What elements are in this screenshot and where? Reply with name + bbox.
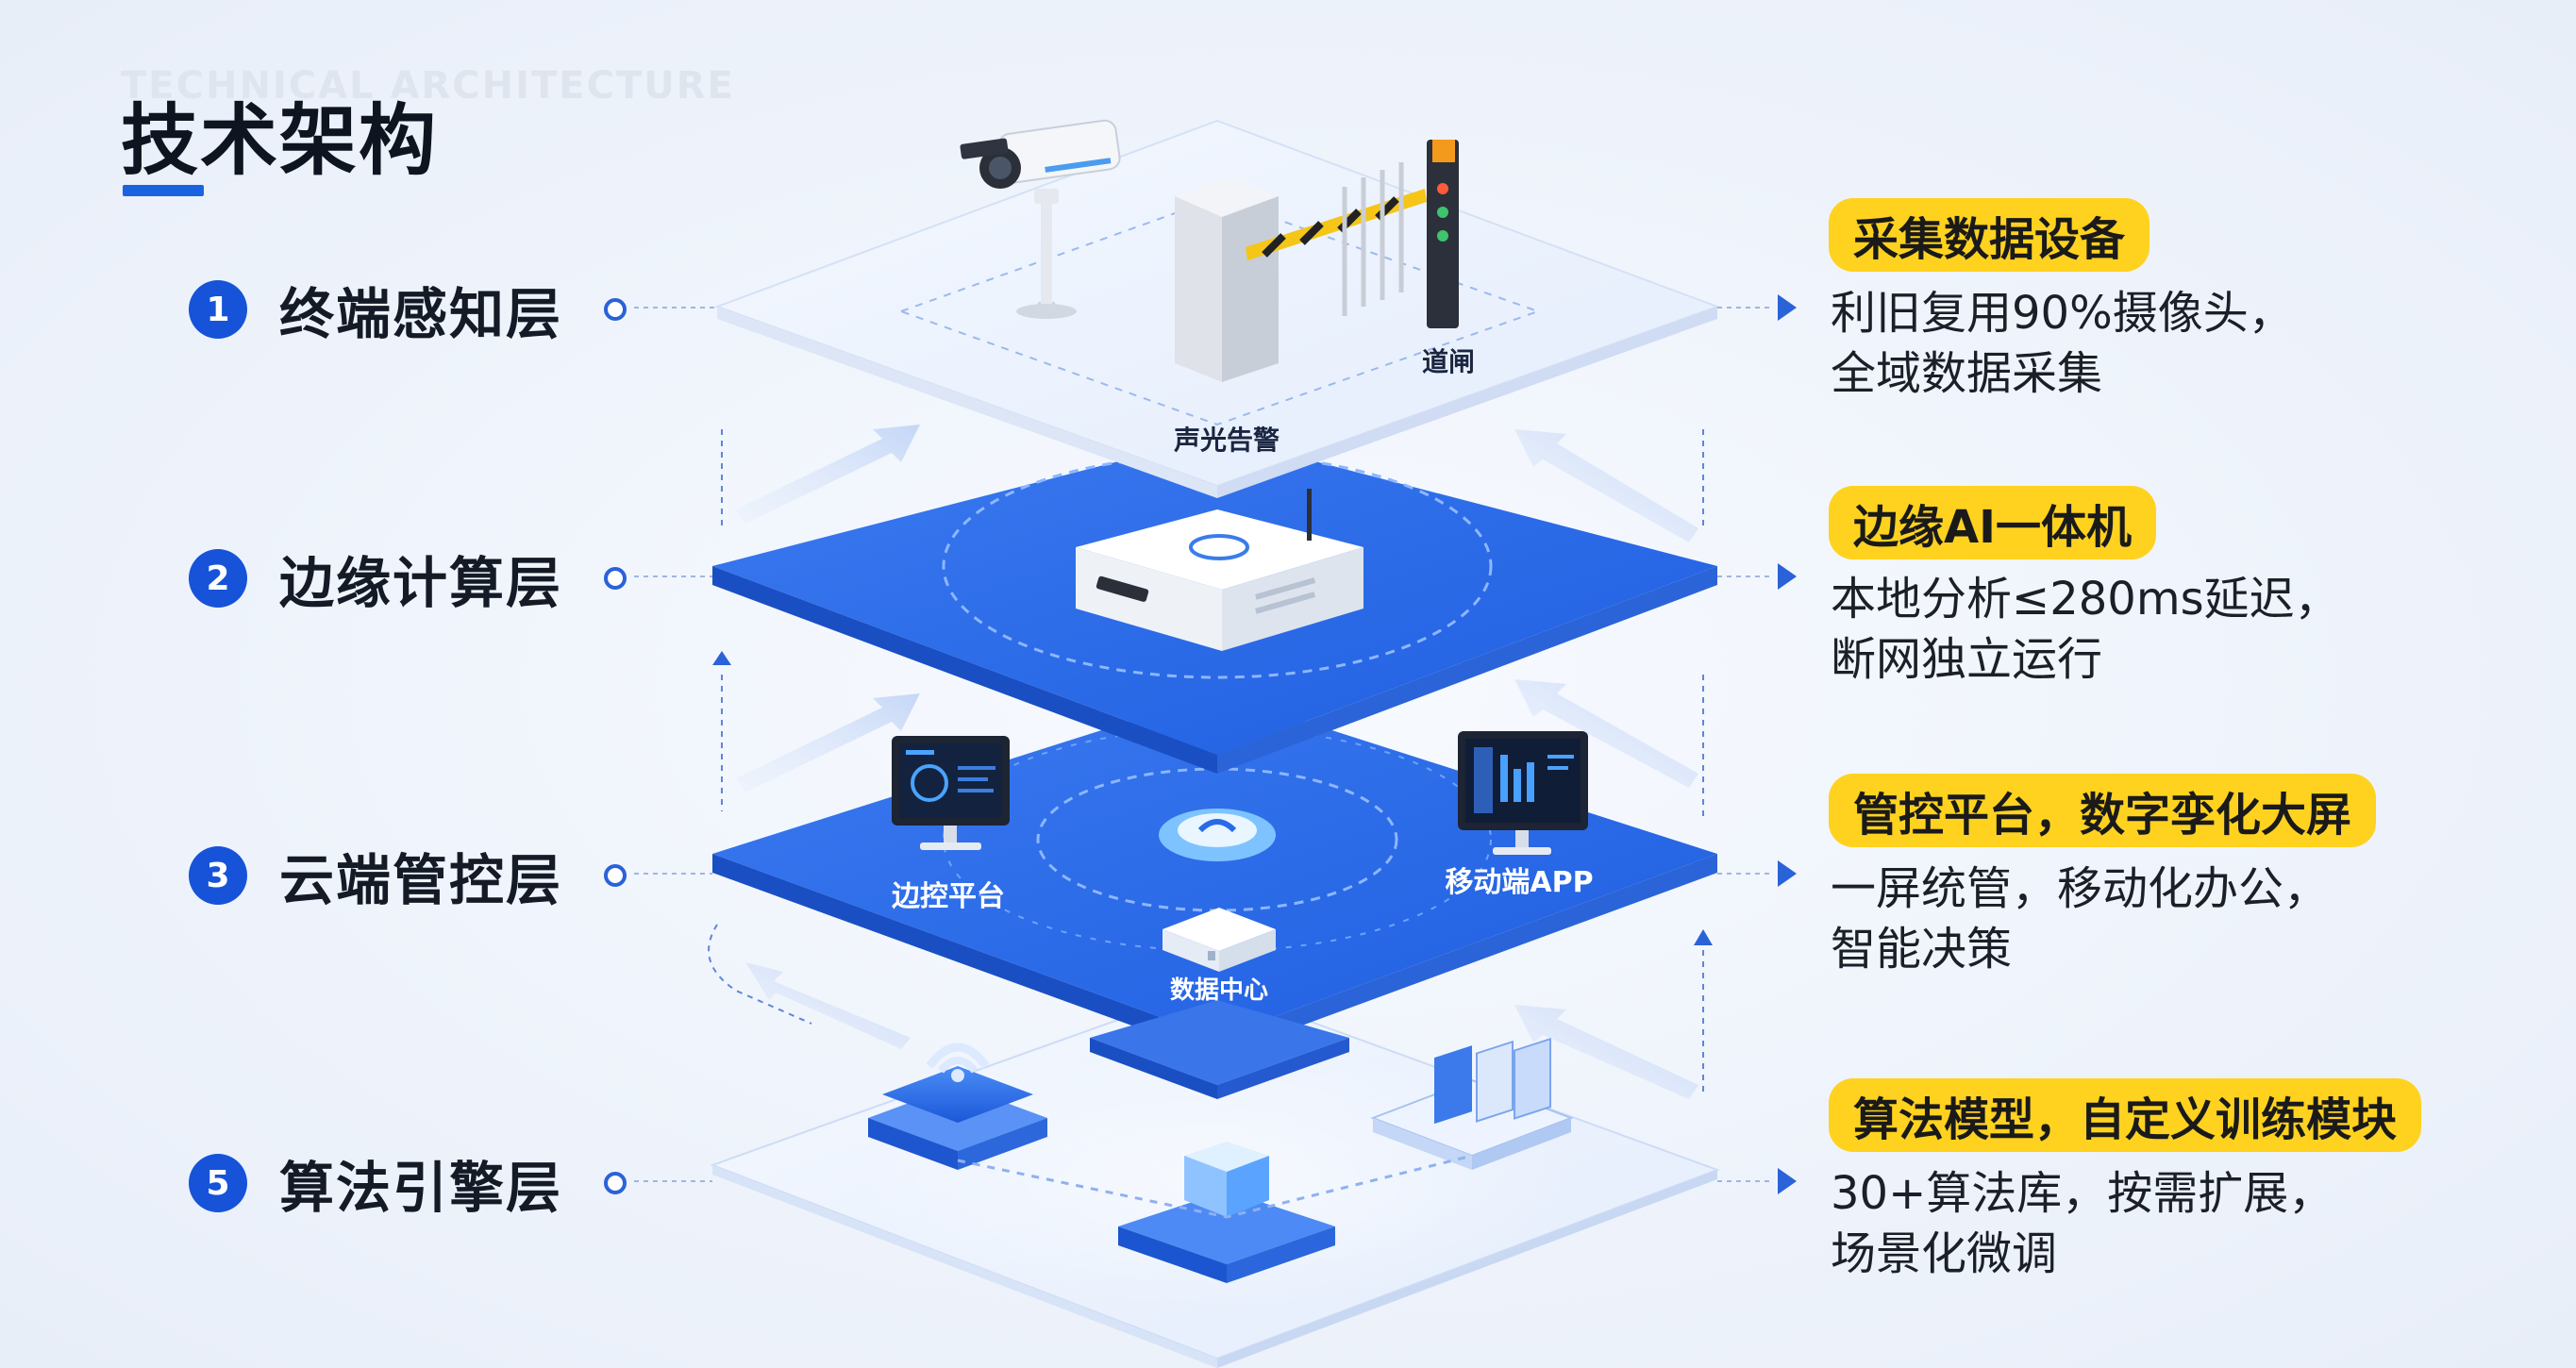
desc-line: 智能决策 bbox=[1831, 923, 2013, 976]
connector-dot bbox=[604, 567, 627, 590]
tag-edge: 边缘AI一体机 bbox=[1829, 486, 2157, 559]
desc-line: 利旧复用90%摄像头， bbox=[1831, 287, 2294, 340]
tag-algorithm: 算法模型，自定义训练模块 bbox=[1829, 1078, 2422, 1152]
arrow-right-icon bbox=[1778, 294, 1797, 321]
flow-arrows-right bbox=[1514, 429, 1698, 1099]
tag-cloud: 管控平台，数字孪化大屏 bbox=[1829, 774, 2377, 847]
layer-row-algorithm: 5 算法引擎层 bbox=[189, 1145, 562, 1221]
layer-row-cloud: 3 云端管控层 bbox=[189, 838, 562, 913]
layer-name-edge: 边缘计算层 bbox=[279, 551, 563, 615]
layer-number-badge: 1 bbox=[189, 280, 247, 339]
label-barrier: 道闸 bbox=[1422, 346, 1475, 377]
barrier-gate bbox=[1175, 162, 1427, 382]
layer-row-terminal: 1 终端感知层 bbox=[189, 272, 562, 347]
edge-ai-box bbox=[1076, 489, 1363, 651]
layer-number-badge: 2 bbox=[189, 549, 247, 608]
alarm-post bbox=[1427, 140, 1459, 328]
label-alarm: 声光告警 bbox=[1174, 425, 1280, 456]
layer-name-terminal: 终端感知层 bbox=[279, 282, 563, 346]
desc-line: 一屏统管，移动化办公， bbox=[1831, 862, 2330, 915]
monitor-control-platform bbox=[892, 736, 1010, 850]
algorithm-chip-wifi bbox=[868, 1043, 1047, 1170]
data-center-box bbox=[1163, 908, 1276, 972]
label-mobile-app: 移动端APP bbox=[1445, 866, 1593, 899]
arrow-right-icon bbox=[1778, 860, 1797, 887]
desc-terminal: 利旧复用90%摄像头， 全域数据采集 bbox=[1831, 283, 2294, 404]
label-control-platform: 边控平台 bbox=[892, 880, 1005, 913]
watermark-text: TECHNICAL ARCHITECTURE bbox=[121, 64, 735, 108]
connector-dot bbox=[604, 1172, 627, 1194]
page-title: 技术架构 bbox=[121, 96, 439, 186]
arrow-right-icon bbox=[1778, 563, 1797, 590]
layer-number-badge: 3 bbox=[189, 846, 247, 905]
title-underline bbox=[123, 185, 204, 196]
connector-dot bbox=[604, 298, 627, 321]
layer-row-edge: 2 边缘计算层 bbox=[189, 541, 562, 616]
layer-name-algorithm: 算法引擎层 bbox=[279, 1156, 563, 1220]
layer-name-cloud: 云端管控层 bbox=[279, 848, 563, 912]
desc-cloud: 一屏统管，移动化办公， 智能决策 bbox=[1831, 859, 2329, 979]
tag-terminal: 采集数据设备 bbox=[1829, 198, 2150, 272]
arrow-right-icon bbox=[1778, 1168, 1797, 1194]
monitor-mobile-app bbox=[1458, 731, 1588, 855]
flow-arrows-left bbox=[736, 425, 920, 1049]
desc-edge: 本地分析≤280ms延迟， 断网独立运行 bbox=[1831, 569, 2340, 690]
desc-line: 本地分析≤280ms延迟， bbox=[1831, 573, 2340, 626]
desc-algorithm: 30+算法库，按需扩展， 场景化微调 bbox=[1831, 1163, 2333, 1284]
desc-line: 场景化微调 bbox=[1831, 1227, 2058, 1280]
label-data-center: 数据中心 bbox=[1170, 976, 1268, 1005]
desc-line: 断网独立运行 bbox=[1831, 633, 2103, 686]
algorithm-chip-docs bbox=[1370, 1037, 1574, 1170]
connector-dot bbox=[604, 864, 627, 887]
algorithm-chip-cube bbox=[1118, 1142, 1335, 1283]
desc-line: 30+算法库，按需扩展， bbox=[1831, 1167, 2334, 1220]
desc-line: 全域数据采集 bbox=[1831, 347, 2103, 400]
camera-device bbox=[960, 119, 1121, 319]
layer-number-badge: 5 bbox=[189, 1154, 247, 1212]
